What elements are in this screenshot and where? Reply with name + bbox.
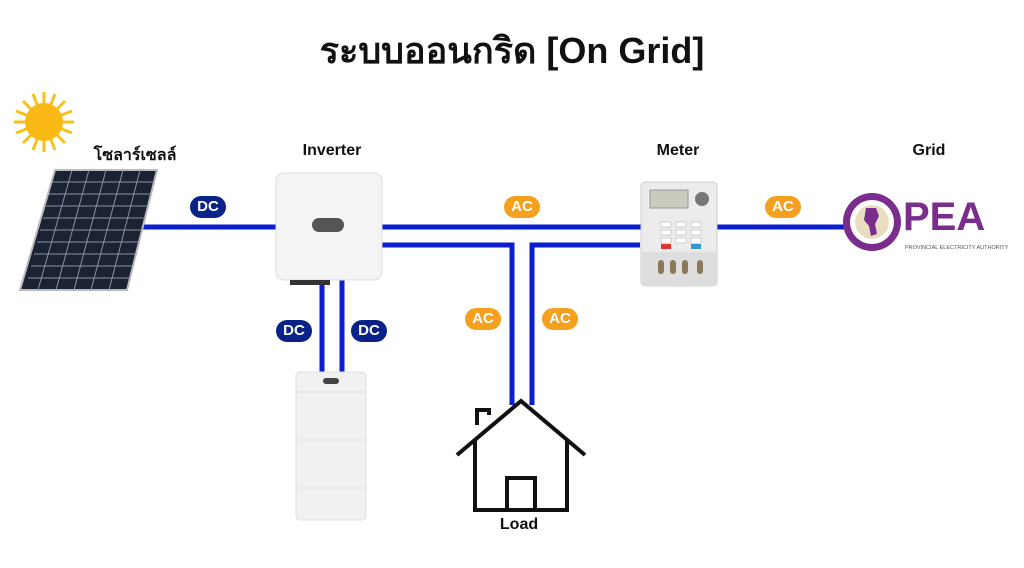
pea-logo-text: PEA <box>903 195 985 239</box>
badge-ac-load-1: AC <box>465 308 501 330</box>
badge-ac-meter-grid: AC <box>765 196 801 218</box>
meter-icon <box>640 181 718 287</box>
badge-ac-inverter-meter: AC <box>504 196 540 218</box>
pea-logo-subtitle: PROVINCIAL ELECTRICITY AUTHORITY <box>905 245 1009 251</box>
badge-dc-solar: DC <box>190 196 226 218</box>
badge-dc-battery-1: DC <box>276 320 312 342</box>
label-grid: Grid <box>912 142 946 159</box>
solar-panel-icon <box>18 169 159 291</box>
battery-icon <box>295 371 367 521</box>
label-inverter: Inverter <box>302 142 362 159</box>
diagram-title: ระบบออนกริด [On Grid] <box>319 30 705 71</box>
badge-dc-battery-2: DC <box>351 320 387 342</box>
label-solar: โซลาร์เซลล์ <box>93 147 177 164</box>
house-icon <box>455 398 587 512</box>
wire-meter-load <box>529 242 640 405</box>
wires <box>136 224 845 405</box>
pea-logo: PEA PROVINCIAL ELECTRICITY AUTHORITY <box>843 193 1009 251</box>
inverter-icon <box>275 172 383 285</box>
wire-inverter-load <box>382 242 515 405</box>
label-load: Load <box>499 516 539 533</box>
label-meter: Meter <box>656 142 700 159</box>
badge-ac-load-2: AC <box>542 308 578 330</box>
sun-icon <box>14 92 74 152</box>
